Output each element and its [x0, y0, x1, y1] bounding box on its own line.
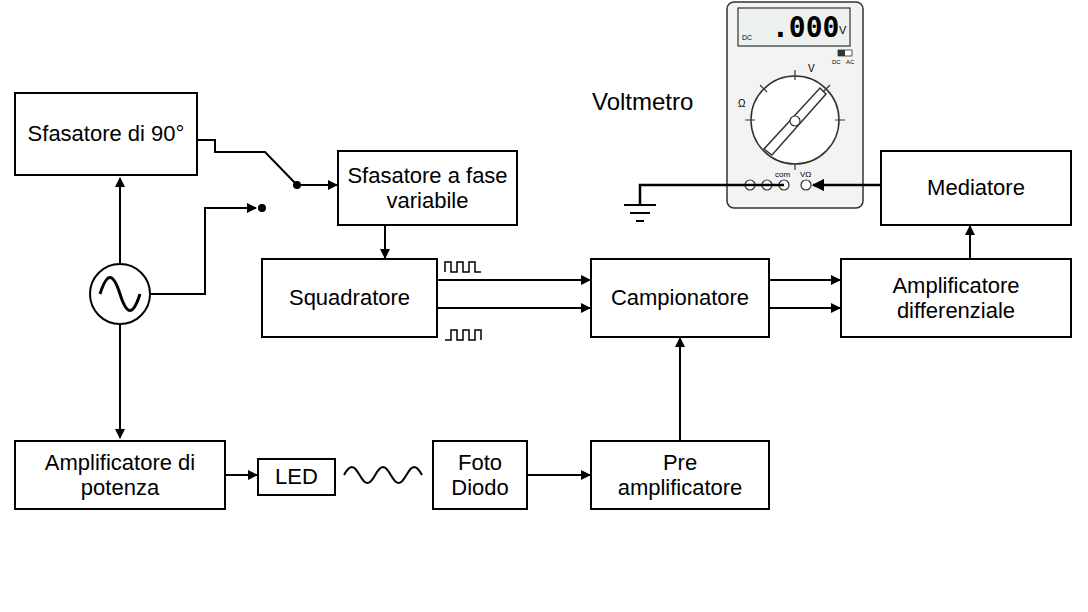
process-box: Mediatore — [880, 150, 1072, 226]
oscillator-symbol — [90, 264, 150, 324]
wire — [150, 208, 256, 294]
ground-symbol — [624, 205, 656, 221]
signal-arrow — [384, 226, 386, 258]
box-label: Campionatore — [611, 285, 749, 310]
process-box: Amplificatore differenziale — [840, 258, 1072, 338]
wire — [119, 178, 121, 264]
unit-label: V — [839, 25, 846, 36]
signal-arrow — [969, 226, 971, 258]
signal-arrow — [770, 279, 840, 281]
process-box: Sfasatore a fase variabile — [337, 150, 518, 226]
signal-arrow — [528, 474, 590, 476]
signal-arrow — [438, 307, 590, 309]
ground-wire — [640, 185, 784, 205]
display-digits: .000 — [772, 14, 839, 42]
signal-arrow — [438, 279, 590, 281]
mode-label: DC — [832, 59, 841, 65]
process-box: Pre amplificatore — [590, 440, 770, 510]
voltmeter-illustration — [727, 2, 863, 208]
signal-arrow — [226, 474, 257, 476]
box-label: Amplificatore differenziale — [850, 273, 1062, 324]
signal-arrow — [679, 338, 681, 440]
mode-label: DC — [742, 34, 752, 41]
process-box: Foto Diodo — [432, 440, 528, 510]
box-label: Sfasatore di 90° — [28, 121, 185, 146]
square-wave-symbol — [445, 330, 481, 340]
box-label: Squadratore — [289, 285, 410, 310]
mode-label: AC — [846, 59, 854, 65]
box-label: Foto Diodo — [442, 450, 518, 501]
signal-arrow — [770, 307, 840, 309]
box-label: LED — [275, 464, 318, 489]
process-box: Sfasatore di 90° — [14, 92, 198, 176]
wire — [813, 184, 880, 187]
dial-label: Ω — [738, 99, 745, 109]
signal-arrow — [344, 467, 422, 483]
dial-label: V — [808, 64, 815, 74]
box-label: Mediatore — [927, 175, 1025, 200]
box-label: Amplificatore di potenza — [24, 450, 216, 501]
process-box: Squadratore — [261, 258, 438, 338]
square-wave-symbol — [445, 262, 481, 272]
switch-symbol — [258, 181, 301, 212]
box-label: Pre amplificatore — [600, 450, 760, 501]
label: Voltmetro — [592, 90, 693, 114]
box-label: Sfasatore a fase variabile — [347, 163, 508, 214]
signal-arrow — [198, 140, 337, 185]
process-box: LED — [257, 458, 336, 496]
wire — [119, 324, 121, 438]
process-box: Campionatore — [590, 258, 770, 338]
process-box: Amplificatore di potenza — [14, 440, 226, 510]
jack-label: com — [775, 171, 790, 179]
jack-label: VΩ — [800, 171, 811, 179]
